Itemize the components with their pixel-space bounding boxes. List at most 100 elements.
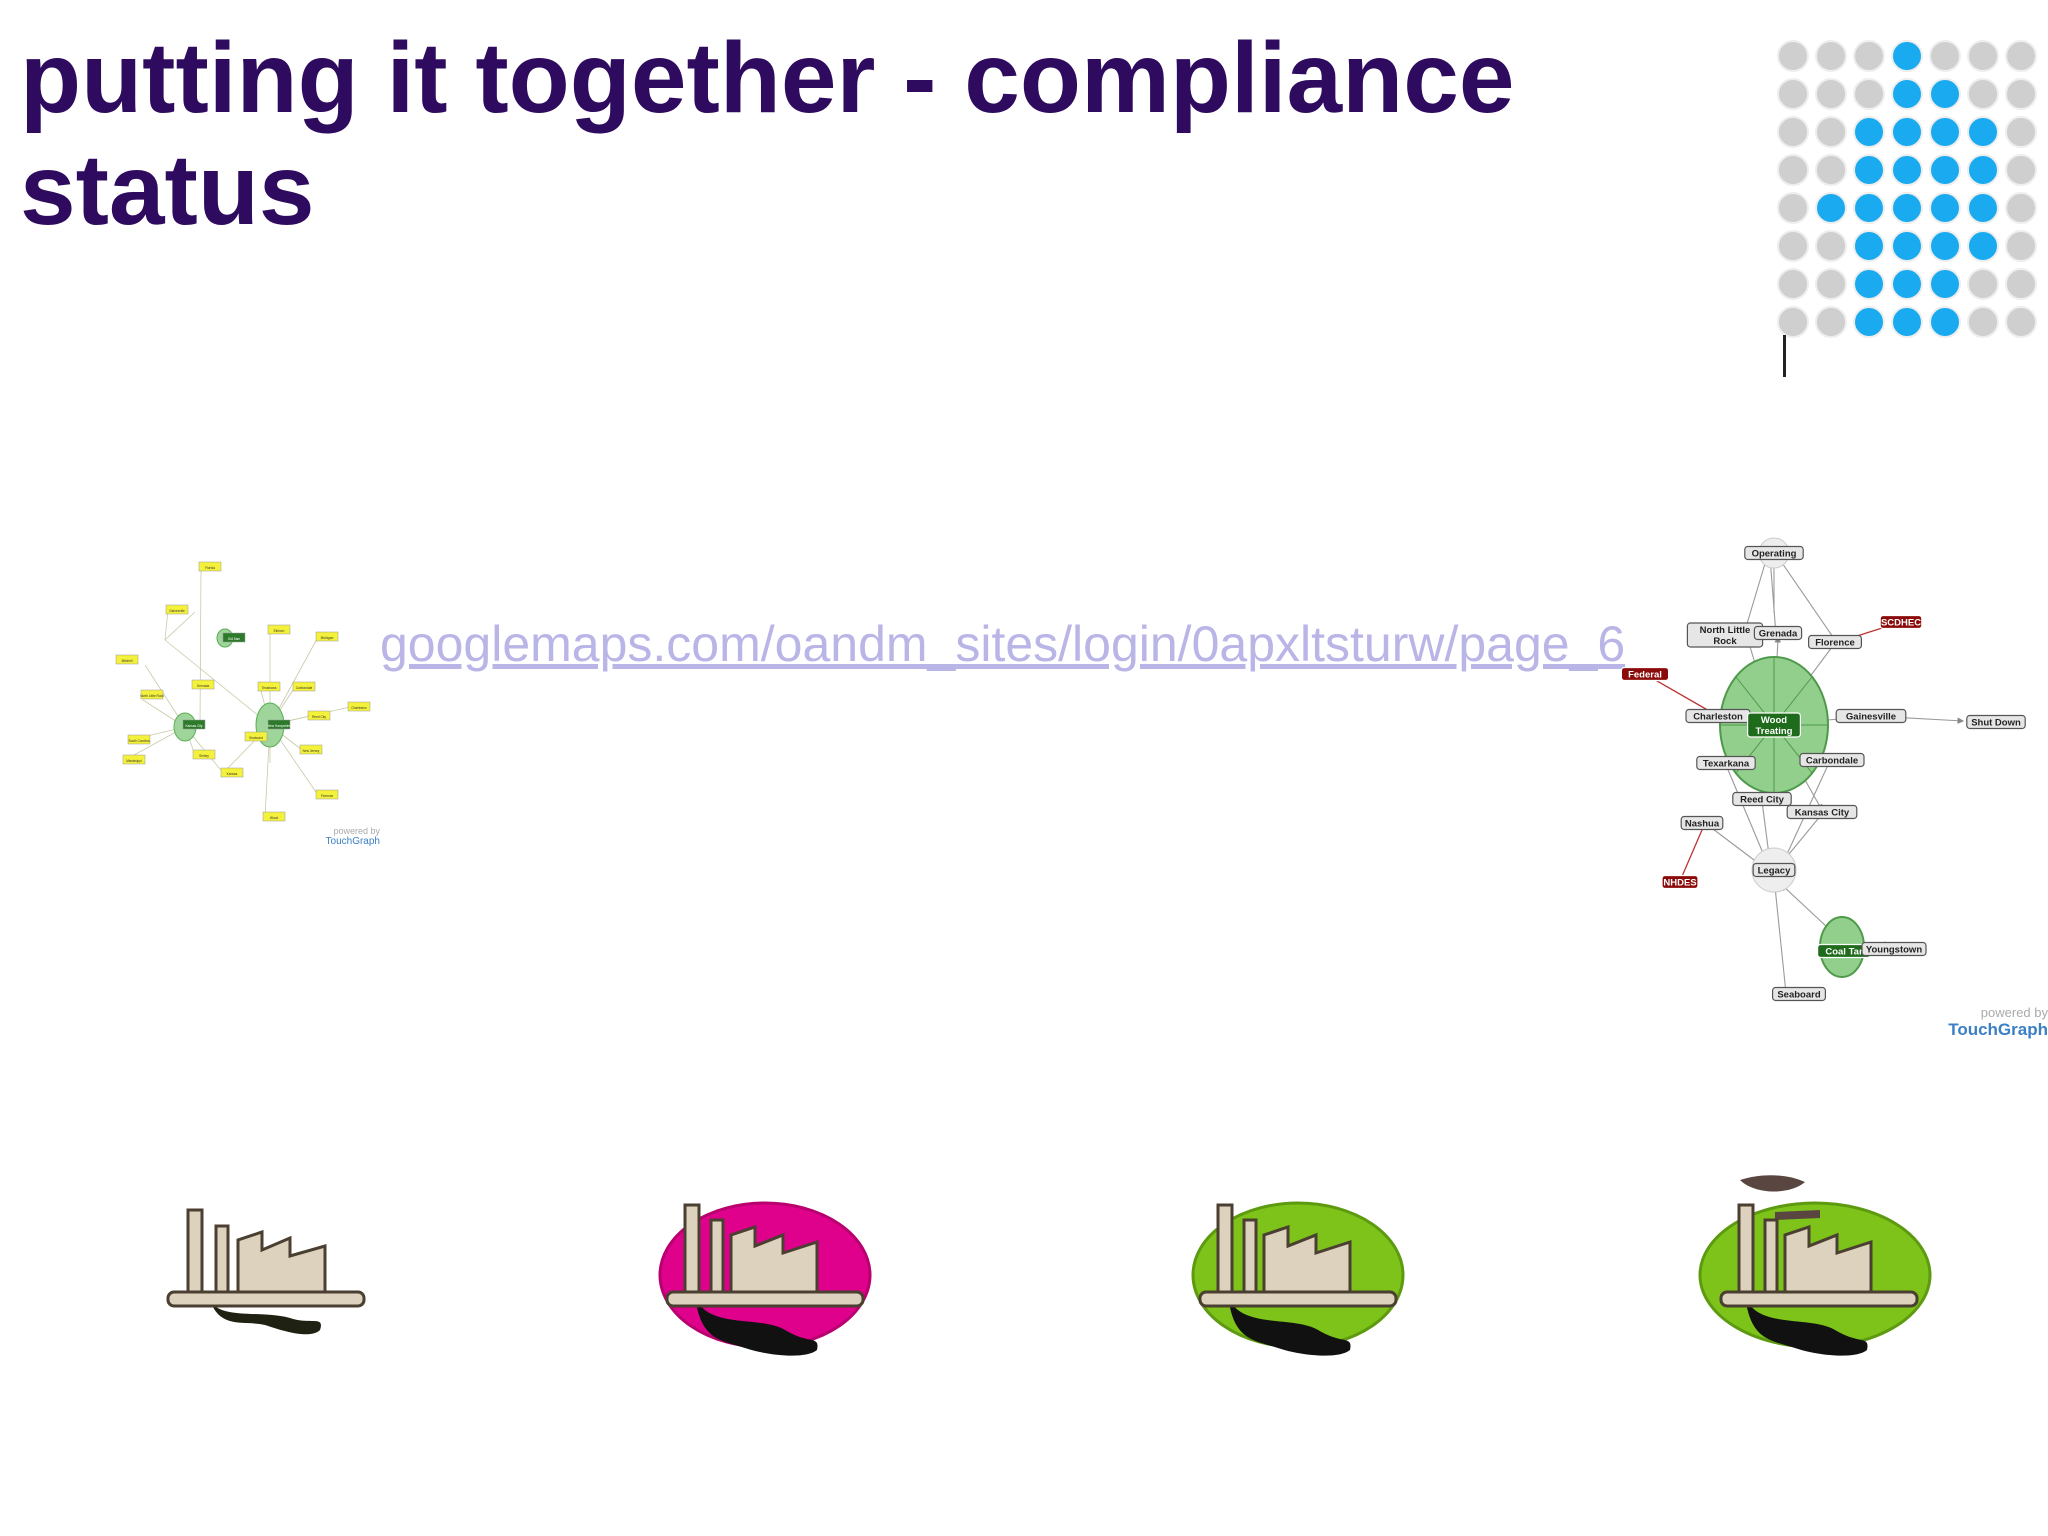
small-graph-node: Kansas: [220, 767, 244, 778]
logo-dot: [1777, 116, 1809, 148]
text-cursor: [1783, 335, 1786, 377]
logo-dot: [1853, 192, 1885, 224]
graph-node-kansas-city: Kansas City: [1786, 804, 1858, 820]
svg-text:New Jersey: New Jersey: [303, 749, 320, 753]
logo-dot: [1891, 192, 1923, 224]
small-graph-node: Mississippi: [122, 754, 146, 765]
logo-dot: [1777, 40, 1809, 72]
graph-node-grenada: Grenada: [1753, 625, 1803, 641]
graph-node-texarkana: Texarkana: [1696, 755, 1756, 771]
small-graph-node: Gainesville: [165, 604, 189, 615]
logo-dot: [1967, 154, 1999, 186]
svg-text:Charleston: Charleston: [1693, 712, 1743, 723]
logo-dot: [2005, 154, 2037, 186]
svg-text:Texarkana: Texarkana: [1703, 759, 1750, 770]
logo-dot: [2005, 306, 2037, 338]
logo-dot: [1815, 306, 1847, 338]
logo-dot: [1929, 230, 1961, 262]
logo-dot: [1777, 154, 1809, 186]
svg-text:Youngstown: Youngstown: [1866, 945, 1922, 956]
svg-text:Gainesville: Gainesville: [1846, 712, 1896, 723]
logo-dot: [1777, 306, 1809, 338]
svg-text:Grenada: Grenada: [197, 684, 210, 688]
svg-text:Treating: Treating: [1756, 726, 1793, 737]
factory-green-icon: [1191, 1201, 1405, 1356]
svg-text:Legacy: Legacy: [1758, 866, 1791, 877]
graph-node-nashua: Nashua: [1680, 815, 1724, 831]
logo-dot: [1853, 306, 1885, 338]
logo-dot: [1777, 192, 1809, 224]
logo-dot: [1967, 306, 1999, 338]
svg-text:Wood: Wood: [270, 816, 278, 820]
logo-dot: [1929, 268, 1961, 300]
logo-dot: [1967, 116, 1999, 148]
logo-dot: [1967, 78, 1999, 110]
svg-text:Old Sam: Old Sam: [228, 637, 241, 641]
svg-text:Elkhorn: Elkhorn: [274, 629, 285, 633]
small-graph-node: Florida: [198, 561, 222, 572]
svg-text:Seaboard: Seaboard: [249, 736, 263, 740]
factory-icon: [166, 1208, 366, 1335]
logo-dot: [1815, 230, 1847, 262]
logo-dot: [1929, 40, 1961, 72]
graph-node-legacy: Legacy: [1752, 862, 1796, 878]
svg-text:Seaboard: Seaboard: [1777, 990, 1820, 1001]
graph-node-federal: Federal: [1620, 666, 1670, 682]
small-graph-node: Mitchell: [115, 654, 139, 665]
logo-dot: [1967, 268, 1999, 300]
factory-green-smoke-icon: [1698, 1175, 1932, 1356]
graph-node-shut-down: Shut Down: [1966, 714, 2026, 730]
svg-text:Coal Tar: Coal Tar: [1825, 947, 1863, 958]
logo-dot: [1929, 306, 1961, 338]
svg-text:Reed City: Reed City: [1740, 795, 1785, 806]
logo-dot: [1967, 192, 1999, 224]
small-graph-node: South Carolina: [127, 734, 151, 745]
svg-text:NHDES: NHDES: [1663, 878, 1696, 889]
svg-text:SCDHEC: SCDHEC: [1881, 618, 1921, 629]
googlemaps-link[interactable]: googlemaps.com/oandm_sites/login/0apxlts…: [380, 616, 1626, 672]
logo-dot: [2005, 78, 2037, 110]
small-graph-node: Reed City: [307, 710, 331, 721]
svg-text:Federal: Federal: [1628, 670, 1662, 681]
logo-dot: [1815, 78, 1847, 110]
logo-dot: [2005, 192, 2037, 224]
logo-dot: [1815, 192, 1847, 224]
logo-dot: [2005, 230, 2037, 262]
logo-dot: [1929, 192, 1961, 224]
svg-text:Carbondale: Carbondale: [1806, 756, 1858, 767]
logo-dot: [1853, 40, 1885, 72]
logo-dot: [1891, 306, 1923, 338]
logo-dot: [2005, 40, 2037, 72]
small-graph-node: Seaboard: [244, 731, 268, 742]
logo-dot: [1777, 268, 1809, 300]
svg-text:Kansas City: Kansas City: [185, 724, 202, 728]
small-graph-node: Charleston: [347, 701, 371, 712]
svg-text:North Little Rock: North Little Rock: [140, 694, 164, 698]
svg-text:North Little: North Little: [1700, 625, 1751, 636]
powered-by-label: powered by: [1980, 1005, 2048, 1020]
svg-text:Florence: Florence: [321, 794, 334, 798]
graph-node-charleston: Charleston: [1685, 708, 1751, 724]
slide-title: putting it together - compliance status: [20, 22, 1515, 246]
logo-dot: [1853, 154, 1885, 186]
logo-dot: [1815, 40, 1847, 72]
svg-text:Mitchell: Mitchell: [122, 659, 133, 663]
logo-dot: [1853, 116, 1885, 148]
factory-magenta-icon: [658, 1201, 872, 1356]
logo-dot: [1929, 116, 1961, 148]
logo-dot: [1777, 78, 1809, 110]
small-graph-node: North Little Rock: [140, 689, 164, 700]
graph-node-scdhec: SCDHEC: [1879, 614, 1923, 630]
svg-text:Florida: Florida: [205, 566, 215, 570]
svg-text:Reed City: Reed City: [312, 715, 326, 719]
touchgraph-credit-small: powered by TouchGraph: [300, 826, 380, 847]
logo-dot: [1891, 116, 1923, 148]
svg-text:Kansas: Kansas: [227, 772, 238, 776]
logo-dot: [1853, 268, 1885, 300]
svg-text:Michigan: Michigan: [321, 636, 334, 640]
logo-dot: [1967, 230, 1999, 262]
svg-text:Shut Down: Shut Down: [1971, 718, 2021, 729]
